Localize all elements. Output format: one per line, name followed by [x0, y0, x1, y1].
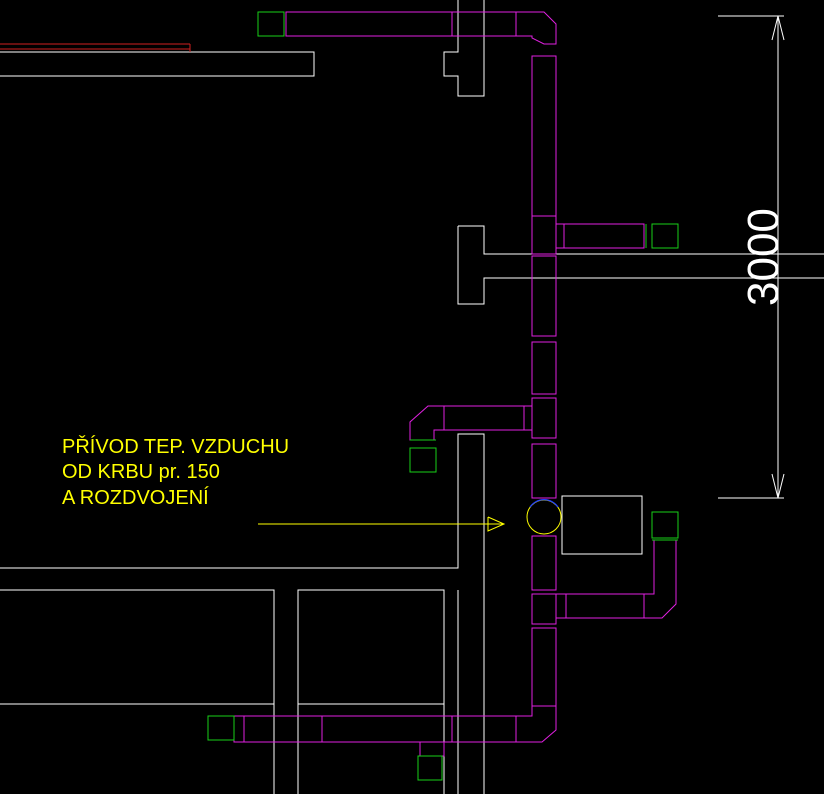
outlet-left-mid [409, 447, 437, 473]
outlet-right-lower [651, 511, 679, 539]
red-hatch [0, 43, 191, 52]
fireplace-unit [561, 495, 643, 555]
wall-room-bottom-left [0, 589, 275, 794]
outlet-right-mid [651, 223, 679, 249]
duct-branch-right-lower [556, 539, 677, 619]
wall-top-left [0, 51, 315, 77]
wall-column-top [443, 0, 485, 97]
annotation-line-3: A ROZDVOJENÍ [62, 486, 209, 509]
wall-vertical-mid [0, 433, 485, 794]
annotation-line-1: PŘÍVOD TEP. VZDUCHU [62, 435, 289, 458]
dimension: 3000 [718, 15, 788, 499]
annotation-line-2: OD KRBU pr. 150 [62, 461, 220, 483]
annotation-text: PŘÍVOD TEP. VZDUCHU OD KRBU pr. 150 A RO… [62, 435, 289, 509]
wall-room-bottom-mid [297, 589, 445, 794]
duct-bottom [233, 705, 557, 743]
dimension-value: 3000 [739, 208, 788, 306]
outlets [207, 11, 679, 781]
ducts [233, 11, 677, 757]
outlet-top [257, 11, 285, 37]
fireplace-connection [526, 499, 562, 535]
outlet-bottom-drop [417, 755, 443, 781]
wall-t-column [458, 225, 824, 255]
duct-branch-left [409, 405, 532, 441]
outlet-bottom-left [207, 715, 235, 741]
duct-branch-right [556, 223, 645, 249]
wall-t-column-bottom [457, 226, 824, 305]
duct-top [285, 11, 557, 45]
annotation-leader [258, 516, 506, 532]
duct-bottom-drop [419, 742, 445, 757]
duct-riser [531, 55, 557, 707]
